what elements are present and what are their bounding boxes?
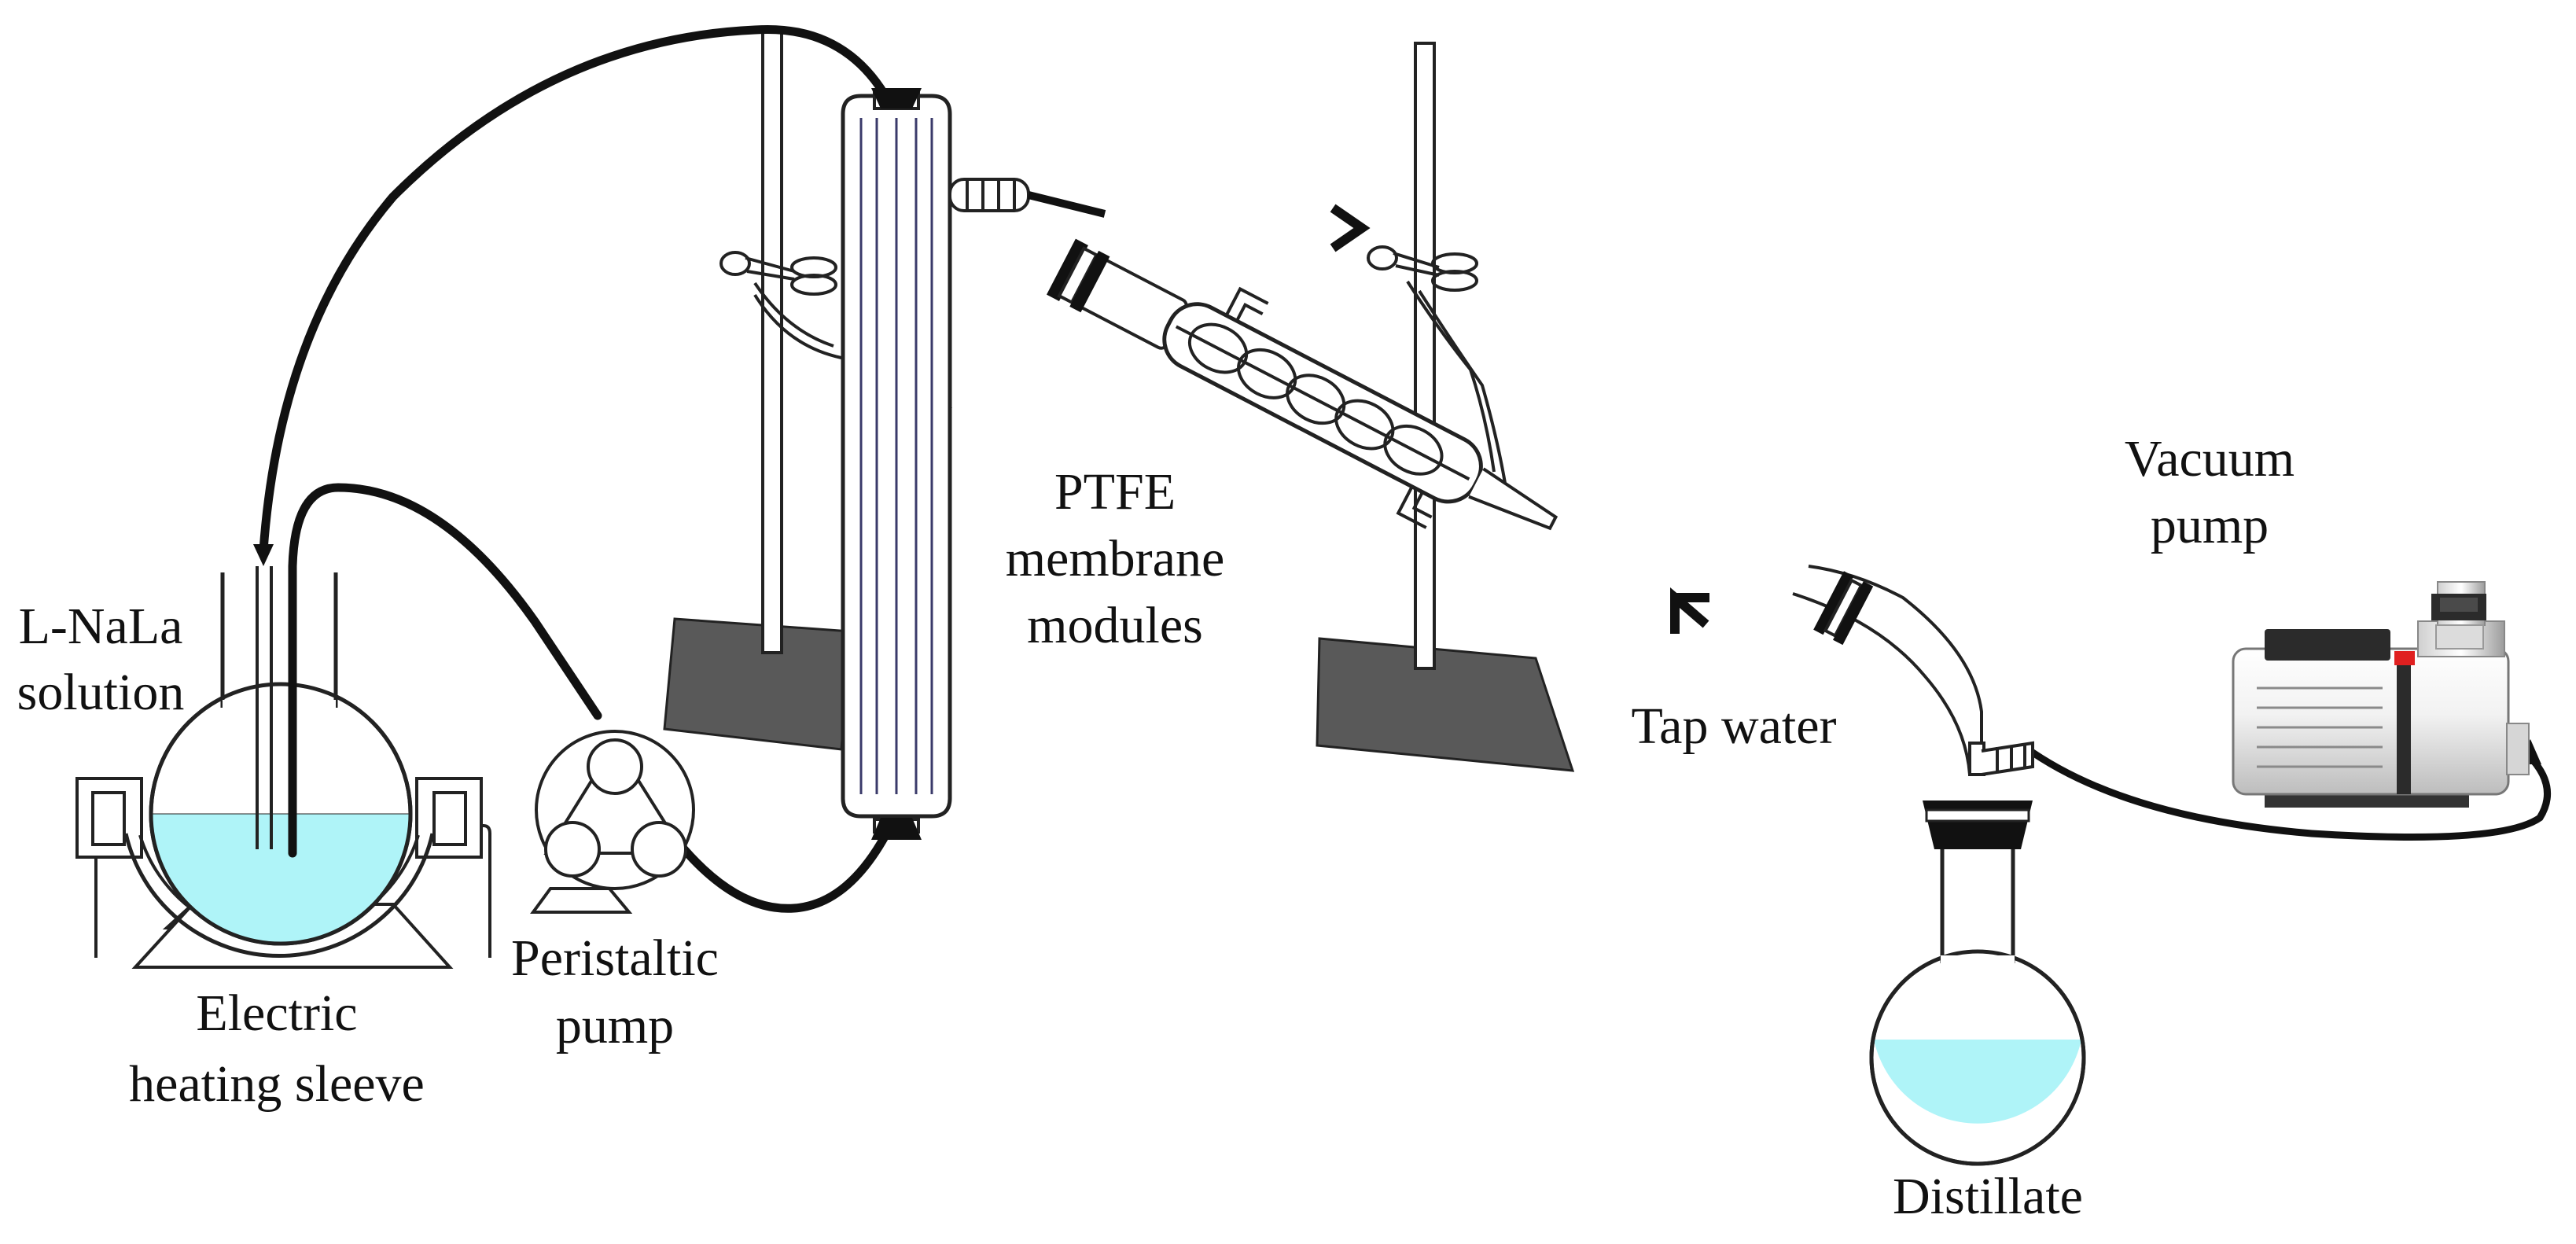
- membrane-label-line1: PTFE: [1054, 463, 1176, 521]
- right-ring-stand: [1316, 42, 1575, 772]
- condenser: [1046, 238, 1558, 531]
- solution-liquid: [151, 814, 410, 944]
- ptfe-membrane-module: [841, 88, 1106, 840]
- labels: L-NaLa solution Electric heating sleeve …: [17, 430, 2294, 1225]
- distillate-flask: [1869, 801, 2086, 1166]
- membrane-label-line3: modules: [1027, 597, 1203, 654]
- left-stand-base: [663, 617, 852, 751]
- solution-flask: [149, 566, 413, 946]
- peristaltic-pump: [530, 730, 695, 914]
- heater-label-line1: Electric: [196, 985, 357, 1042]
- distillate-label: Distillate: [1893, 1168, 2083, 1225]
- vacuum-label-line1: Vacuum: [2125, 430, 2294, 488]
- pump-label-line2: pump: [556, 997, 674, 1054]
- return-tube: [259, 24, 897, 555]
- solution-label-line2: solution: [17, 664, 185, 721]
- module-outlet-port: [948, 178, 1030, 212]
- water-flow-arrows: [1330, 204, 1709, 634]
- tubing: [259, 24, 2552, 913]
- tap-water-label: Tap water: [1631, 697, 1836, 755]
- vacuum-port: [1981, 741, 2034, 776]
- solution-label-line1: L-NaLa: [19, 598, 183, 655]
- left-ring-stand: [663, 26, 952, 751]
- vacuum-pump: [2232, 581, 2530, 808]
- vacuum-label-line2: pump: [2151, 497, 2269, 554]
- pump-label-line1: Peristaltic: [511, 929, 719, 987]
- left-stand-rod: [761, 26, 783, 654]
- right-stand-rod: [1414, 42, 1436, 670]
- right-stand-base: [1316, 637, 1575, 772]
- vacuum-tube: [2021, 743, 2552, 841]
- membrane-label-line2: membrane: [1006, 530, 1225, 587]
- right-clamp: [1367, 245, 1507, 488]
- pump-outlet-tube: [679, 825, 893, 913]
- receiver-adapter: [1792, 565, 2034, 776]
- heater-label-line2: heating sleeve: [129, 1055, 425, 1113]
- feed-tube: [288, 483, 602, 858]
- distillate-stopper: [1923, 801, 2033, 849]
- left-clamp: [719, 251, 952, 410]
- distillate-liquid: [1874, 1040, 2081, 1124]
